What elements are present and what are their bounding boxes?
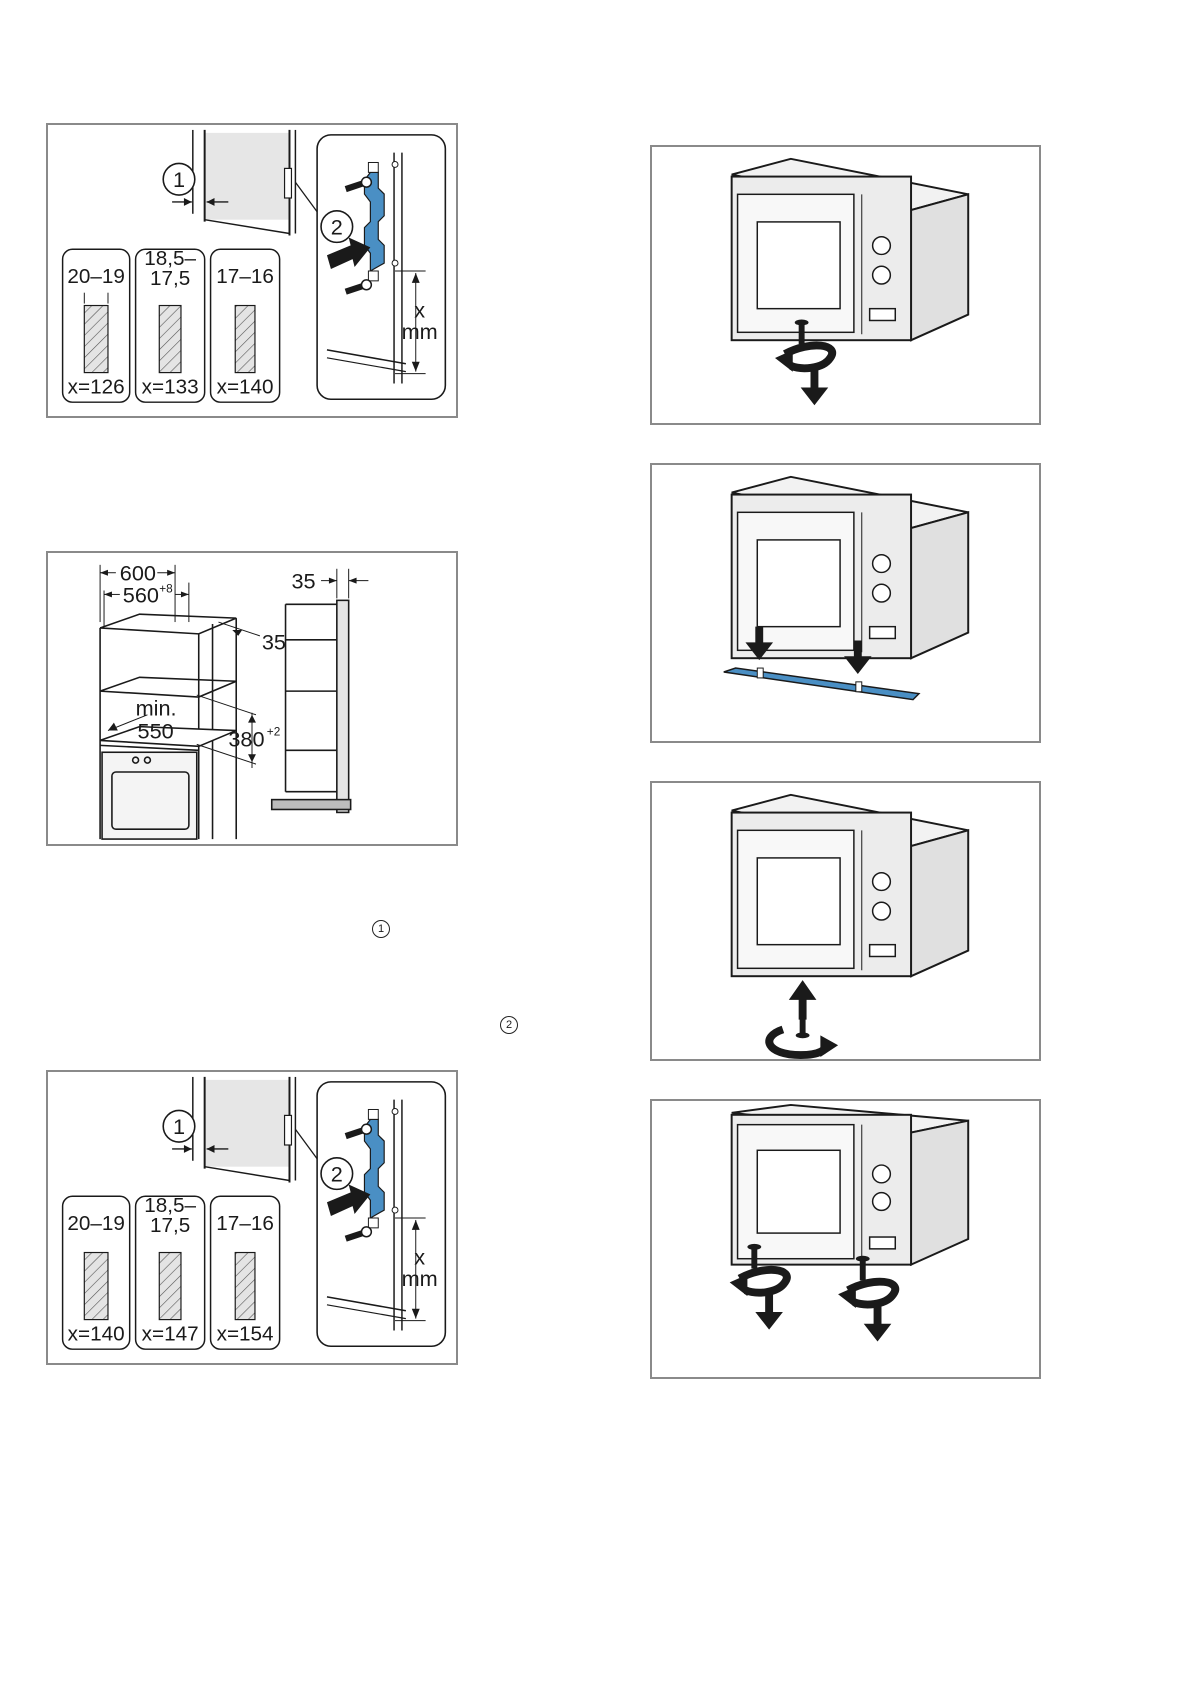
microwave-step-3-drawing: [652, 783, 1039, 1059]
front-offset-label: 35: [291, 569, 315, 594]
microwave-step-2-drawing: [652, 465, 1039, 741]
x-value-3: x=154: [217, 1322, 274, 1345]
thickness-label-2b: 17,5: [150, 1214, 190, 1237]
bracket-diagram-1-drawing: 1 2 x: [48, 125, 456, 416]
step-marker-2: 2: [500, 1016, 518, 1034]
width-inner-tolerance: +8: [159, 581, 173, 595]
screw-icon: [796, 1018, 810, 1039]
microwave-appliance: [732, 1105, 969, 1265]
depth-min-line1: min.: [136, 696, 177, 721]
cabinet-corner-view: [193, 1077, 296, 1183]
down-arrow-icon: [864, 1306, 892, 1341]
down-arrow-icon: [755, 1294, 783, 1329]
unit-label: mm: [402, 1266, 438, 1291]
callout-1-label: 1: [173, 167, 185, 192]
microwave-appliance: [732, 159, 969, 340]
x-value-2: x=133: [142, 375, 199, 398]
step-marker-1: 1: [372, 920, 390, 938]
screw-icon: [856, 1256, 870, 1281]
microwave-appliance: [732, 795, 969, 976]
bracket-installation-diagram-1: 1 2 x: [46, 123, 458, 418]
bracket-diagram-2-drawing: 1 2 x mm: [48, 1072, 456, 1363]
step-attach-base-rail: [650, 463, 1041, 743]
x-value-1: x=140: [68, 1322, 125, 1345]
thickness-label-1: 20–19: [67, 265, 125, 288]
thickness-label-2b: 17,5: [150, 267, 190, 290]
x-value-3: x=140: [217, 375, 274, 398]
step-fasten-screw: [650, 781, 1041, 1061]
callout-2-label: 2: [331, 1161, 343, 1186]
niche-dimensions-diagram: 600 560 +8 35 min. 550: [46, 551, 458, 846]
height-tolerance: +2: [267, 724, 280, 738]
step-remove-foot-screw: [650, 145, 1041, 425]
microwave-step-1-drawing: [652, 147, 1039, 423]
height-label: 380: [228, 726, 264, 751]
side-depth-label: 35: [262, 630, 286, 655]
cabinet-corner-view: [193, 130, 296, 236]
thickness-label-3: 17–16: [216, 1212, 274, 1235]
niche-diagram-drawing: 600 560 +8 35 min. 550: [48, 553, 456, 844]
depth-min-line2: 550: [138, 718, 174, 743]
up-arrow-icon: [789, 980, 817, 1019]
callout-1-label: 1: [173, 1114, 185, 1139]
width-inner-label: 560: [123, 582, 159, 607]
callout-2-label: 2: [331, 214, 343, 239]
unit-label: mm: [402, 319, 438, 344]
step-remove-two-screws: [650, 1099, 1041, 1379]
down-arrow-icon: [801, 370, 829, 405]
thickness-label-1: 20–19: [67, 1212, 125, 1235]
x-value-2: x=147: [142, 1322, 199, 1345]
base-rail: [724, 668, 919, 700]
bracket-installation-diagram-2: 1 2 x mm: [46, 1070, 458, 1365]
x-value-1: x=126: [68, 375, 125, 398]
thickness-label-3: 17–16: [216, 265, 274, 288]
microwave-appliance: [732, 477, 969, 658]
microwave-step-4-drawing: [652, 1101, 1039, 1377]
